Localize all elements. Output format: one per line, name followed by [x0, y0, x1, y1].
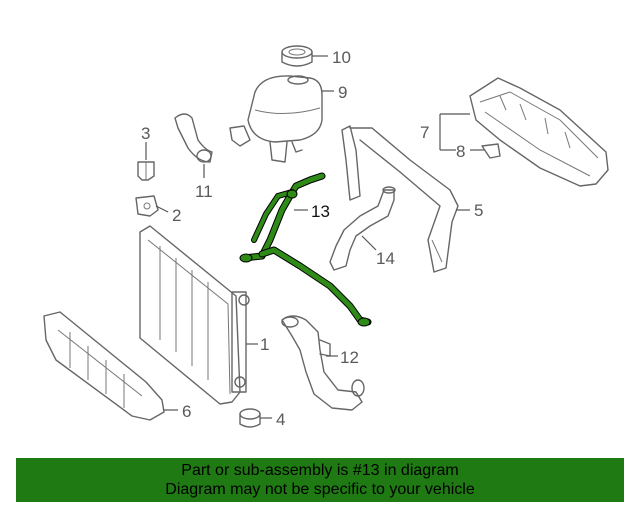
part-4-plug[interactable] [239, 408, 261, 428]
leader-lines [145, 55, 484, 419]
info-banner: Part or sub-assembly is #13 in diagram D… [16, 458, 624, 502]
callout-12: 12 [340, 348, 359, 367]
part-8-clip[interactable] [481, 143, 501, 159]
part-1-radiator[interactable] [139, 225, 250, 405]
callout-13: 13 [311, 202, 330, 221]
part-11-hose[interactable] [174, 113, 213, 163]
part-14-hose[interactable] [329, 186, 396, 271]
callout-9: 9 [338, 83, 347, 102]
part-13-hose-highlighted[interactable] [239, 172, 372, 327]
banner-line-2: Diagram may not be specific to your vehi… [165, 481, 475, 498]
callout-10: 10 [332, 48, 351, 67]
callout-2: 2 [172, 206, 181, 225]
callout-8: 8 [456, 142, 465, 161]
callout-7: 7 [420, 123, 429, 142]
part-7-cowl-panel[interactable] [469, 77, 609, 187]
callout-14: 14 [376, 249, 395, 268]
callout-6: 6 [182, 402, 191, 421]
part-10-cap[interactable] [281, 45, 313, 67]
part-6-air-guide[interactable] [43, 311, 165, 421]
part-5-side-bracket[interactable] [341, 125, 459, 273]
callout-1: 1 [260, 335, 269, 354]
part-3-clip[interactable] [137, 161, 155, 181]
callout-5: 5 [474, 201, 483, 220]
part-12-hose[interactable] [281, 315, 365, 411]
callout-4: 4 [276, 410, 285, 429]
callout-11: 11 [195, 182, 213, 201]
callout-3: 3 [141, 124, 150, 143]
part-2-bracket[interactable] [135, 195, 159, 217]
part-9-expansion-tank[interactable] [229, 75, 323, 163]
banner-line-1: Part or sub-assembly is #13 in diagram [181, 462, 459, 479]
parts-diagram: 10 9 3 11 2 7 8 5 13 14 1 12 6 4 [43, 45, 609, 429]
